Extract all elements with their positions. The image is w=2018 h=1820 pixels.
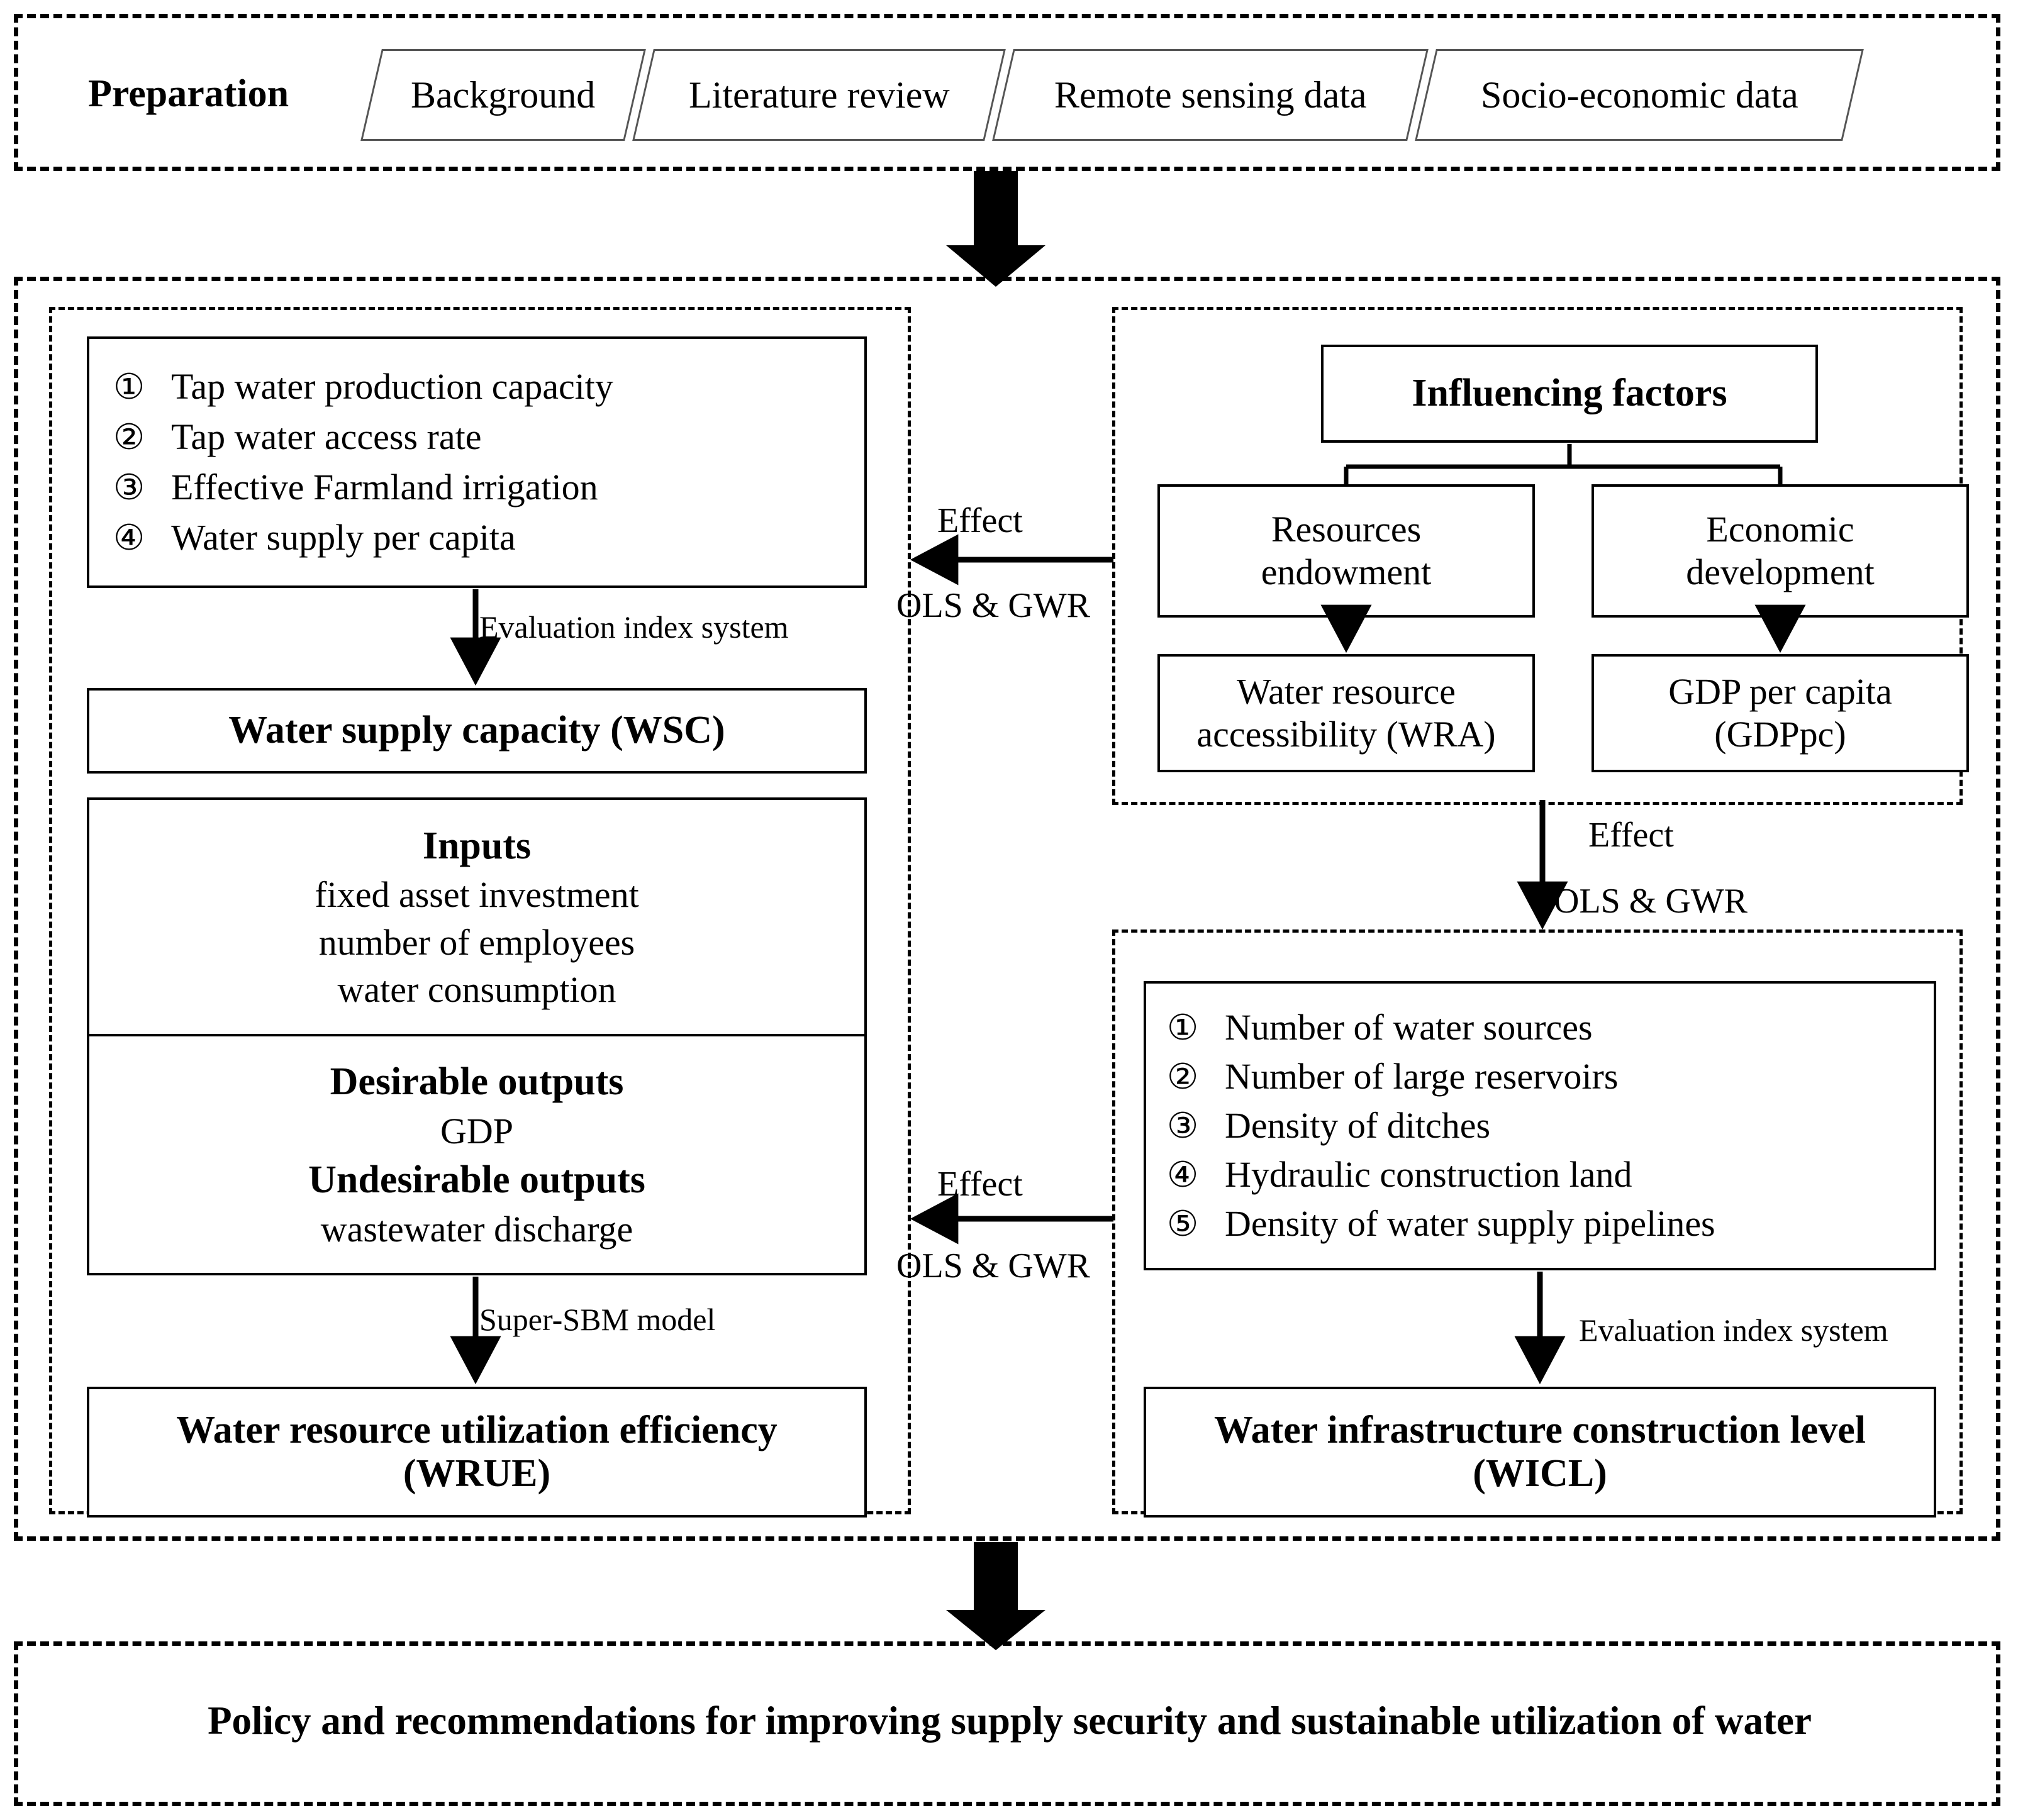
list-item: ① Tap water production capacity bbox=[113, 366, 856, 407]
gdp-per-capita-box: GDP per capita (GDPpc) bbox=[1592, 654, 1969, 772]
wrue-result-box: Water resource utilization efficiency (W… bbox=[87, 1387, 867, 1518]
wicl-result-line2: (WICL) bbox=[1473, 1452, 1607, 1495]
super-sbm-model-label: Super-SBM model bbox=[479, 1302, 716, 1337]
evaluation-index-system-label-right: Evaluation index system bbox=[1579, 1312, 1888, 1348]
list-item-label: Number of large reservoirs bbox=[1225, 1056, 1619, 1097]
outputs-cell: Desirable outputs GDP Undesirable output… bbox=[89, 1036, 864, 1273]
step-literature-review-label: Literature review bbox=[688, 74, 950, 116]
wicl-result-box: Water infrastructure construction level … bbox=[1144, 1387, 1936, 1518]
step-background-label: Background bbox=[411, 74, 596, 116]
list-item-label: Effective Farmland irrigation bbox=[171, 467, 598, 508]
list-item: ⑤ Density of water supply pipelines bbox=[1167, 1203, 1922, 1244]
list-item-label: Tap water production capacity bbox=[171, 366, 613, 407]
policy-recommendations-text: Policy and recommendations for improving… bbox=[208, 1699, 1812, 1743]
inputs-outputs-box: Inputs fixed asset investment number of … bbox=[87, 797, 867, 1275]
list-item: ④ Hydraulic construction land bbox=[1167, 1154, 1922, 1195]
list-item-number: ① bbox=[113, 368, 145, 407]
influencing-factors-title: Influencing factors bbox=[1412, 372, 1727, 415]
list-item-number: ② bbox=[1167, 1058, 1199, 1097]
influencing-factors-title-box: Influencing factors bbox=[1321, 345, 1818, 443]
wsc-result-label: Water supply capacity (WSC) bbox=[228, 709, 725, 752]
effect-label-top: Effect bbox=[937, 501, 1023, 540]
list-item-number: ④ bbox=[113, 519, 145, 558]
step-remote-sensing-data-label: Remote sensing data bbox=[1054, 74, 1367, 116]
list-item: ② Tap water access rate bbox=[113, 416, 856, 457]
step-literature-review[interactable]: Literature review bbox=[632, 49, 1006, 141]
block-arrow-prep-to-analysis bbox=[946, 171, 1045, 287]
ols-gwr-label-top: OLS & GWR bbox=[896, 586, 1090, 625]
effect-label-right: Effect bbox=[1588, 816, 1674, 855]
list-item-label: Tap water access rate bbox=[171, 416, 482, 457]
list-item-number: ② bbox=[113, 418, 145, 457]
wra-line2: accessibility (WRA) bbox=[1196, 714, 1496, 755]
preparation-label: Preparation bbox=[88, 72, 289, 115]
step-remote-sensing-data[interactable]: Remote sensing data bbox=[992, 49, 1429, 141]
desirable-outputs-item: GDP bbox=[440, 1110, 514, 1151]
undesirable-outputs-item: wastewater discharge bbox=[320, 1208, 633, 1250]
wrue-result-line2: (WRUE) bbox=[403, 1452, 551, 1495]
wrue-result-line1: Water resource utilization efficiency bbox=[176, 1408, 778, 1451]
economic-development-line1: Economic bbox=[1706, 508, 1854, 550]
wsc-result-box: Water supply capacity (WSC) bbox=[87, 688, 867, 774]
inputs-item: number of employees bbox=[318, 921, 635, 963]
resources-endowment-line2: endowment bbox=[1261, 552, 1432, 592]
resources-endowment-box: Resources endowment bbox=[1157, 484, 1535, 618]
list-item: ① Number of water sources bbox=[1167, 1009, 1922, 1046]
water-resource-accessibility-box: Water resource accessibility (WRA) bbox=[1157, 654, 1535, 772]
list-item-label: Hydraulic construction land bbox=[1225, 1154, 1632, 1195]
wsc-index-list-box bbox=[87, 336, 867, 588]
gdppc-line1: GDP per capita bbox=[1668, 670, 1892, 712]
list-item: ④ Water supply per capita bbox=[113, 517, 856, 558]
list-item-label: Density of ditches bbox=[1225, 1105, 1491, 1146]
list-item-number: ① bbox=[1167, 1009, 1199, 1048]
effect-label-bottom: Effect bbox=[937, 1165, 1023, 1204]
evaluation-index-system-label-left: Evaluation index system bbox=[479, 609, 789, 645]
list-item: ③ Density of ditches bbox=[1167, 1105, 1922, 1146]
ols-gwr-label-right: OLS & GWR bbox=[1554, 882, 1748, 921]
list-item-number: ⑤ bbox=[1167, 1205, 1199, 1244]
gdppc-line2: (GDPpc) bbox=[1714, 714, 1846, 755]
resources-endowment-line1: Resources bbox=[1271, 508, 1422, 550]
wicl-index-list: ① Number of water sources ② Number of la… bbox=[1167, 990, 1922, 1261]
list-item-label: Number of water sources bbox=[1225, 1007, 1593, 1048]
undesirable-outputs-title: Undesirable outputs bbox=[308, 1158, 645, 1201]
block-arrow-analysis-to-policy bbox=[946, 1542, 1045, 1650]
inputs-item: fixed asset investment bbox=[315, 874, 639, 916]
list-item-label: Water supply per capita bbox=[171, 517, 516, 558]
ols-gwr-label-bottom: OLS & GWR bbox=[896, 1246, 1090, 1285]
step-socio-economic-data[interactable]: Socio-economic data bbox=[1415, 49, 1864, 141]
step-background[interactable]: Background bbox=[360, 49, 646, 141]
list-item: ③ Effective Farmland irrigation bbox=[113, 469, 856, 506]
economic-development-line2: development bbox=[1686, 552, 1875, 592]
preparation-section bbox=[14, 14, 2000, 171]
wicl-index-list-box bbox=[1144, 981, 1936, 1270]
desirable-outputs-title: Desirable outputs bbox=[330, 1060, 624, 1104]
wra-line1: Water resource bbox=[1237, 670, 1456, 712]
inputs-title: Inputs bbox=[422, 824, 532, 867]
step-socio-economic-data-label: Socio-economic data bbox=[1480, 74, 1798, 116]
list-item: ② Number of large reservoirs bbox=[1167, 1056, 1922, 1097]
wicl-result-line1: Water infrastructure construction level bbox=[1214, 1408, 1866, 1451]
list-item-number: ③ bbox=[113, 469, 145, 508]
economic-development-box: Economic development bbox=[1592, 484, 1969, 618]
wsc-index-list: ① Tap water production capacity ② Tap wa… bbox=[113, 346, 856, 579]
inputs-cell: Inputs fixed asset investment number of … bbox=[89, 800, 864, 1037]
inputs-item: water consumption bbox=[337, 969, 616, 1010]
list-item-number: ③ bbox=[1167, 1107, 1199, 1146]
list-item-label: Density of water supply pipelines bbox=[1225, 1203, 1715, 1244]
list-item-number: ④ bbox=[1167, 1156, 1199, 1195]
